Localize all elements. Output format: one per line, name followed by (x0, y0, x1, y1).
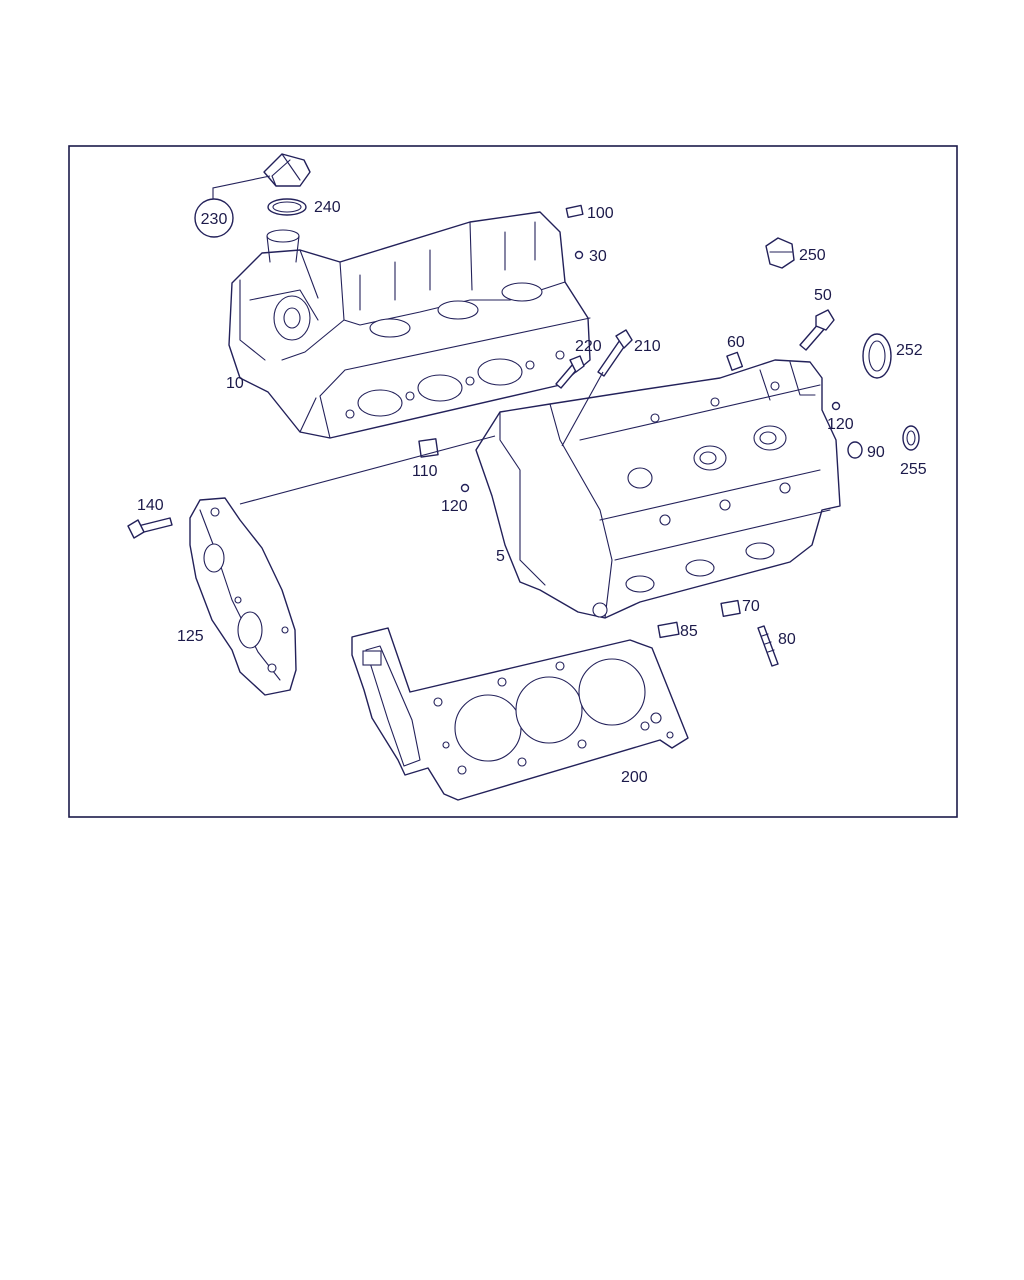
leader-230 (212, 175, 271, 202)
oil-filler-cap-230[interactable] (263, 153, 311, 187)
callout-85: 85 (680, 623, 698, 640)
callout-70: 70 (742, 598, 760, 615)
cylinder-head-10[interactable] (228, 211, 591, 439)
sleeve-100[interactable] (565, 204, 584, 219)
bolt-220[interactable] (555, 355, 585, 389)
callout-circle-230 (194, 198, 234, 238)
callout-200: 200 (621, 769, 648, 786)
callout-210: 210 (634, 338, 661, 355)
plug-30[interactable] (574, 250, 584, 260)
stud-80[interactable] (757, 625, 779, 667)
leader-210-5 (561, 371, 604, 447)
ring-252[interactable] (862, 333, 892, 379)
callout-220: 220 (575, 338, 602, 355)
leader-10-dashed (239, 435, 496, 505)
callout-90: 90 (867, 444, 885, 461)
head-gasket-200[interactable] (351, 627, 689, 801)
callout-230: 230 (201, 211, 228, 228)
pin-60[interactable] (726, 351, 744, 371)
sleeve-110[interactable] (418, 438, 439, 458)
ring-255[interactable] (902, 425, 920, 451)
callout-100: 100 (587, 205, 614, 222)
callout-110: 110 (412, 463, 438, 480)
callout-250: 250 (799, 247, 826, 264)
callout-120-left: 120 (441, 498, 468, 515)
callout-255: 255 (900, 461, 927, 478)
callout-252: 252 (896, 342, 923, 359)
cap-250[interactable] (765, 237, 795, 269)
callout-60: 60 (727, 334, 745, 351)
callout-240: 240 (314, 199, 341, 216)
cylinder-head-5[interactable] (475, 359, 841, 619)
plug-120-right[interactable] (831, 401, 841, 411)
callout-50: 50 (814, 287, 832, 304)
plug-90[interactable] (847, 441, 863, 459)
callout-10: 10 (226, 375, 244, 392)
diagram-frame (68, 145, 958, 818)
sleeve-85[interactable] (657, 621, 680, 639)
sleeve-70[interactable] (720, 599, 741, 617)
cover-plate-125[interactable] (189, 497, 297, 696)
bolt-140[interactable] (127, 517, 173, 539)
callout-120-right: 120 (827, 416, 854, 433)
callout-30: 30 (589, 248, 607, 265)
callout-5: 5 (496, 548, 505, 565)
bolt-50[interactable] (799, 309, 835, 351)
callout-125: 125 (177, 628, 204, 645)
callout-80: 80 (778, 631, 796, 648)
plug-120-left[interactable] (460, 483, 470, 493)
bolt-210[interactable] (597, 329, 633, 377)
callout-140: 140 (137, 497, 164, 514)
seal-ring-240[interactable] (267, 198, 307, 216)
